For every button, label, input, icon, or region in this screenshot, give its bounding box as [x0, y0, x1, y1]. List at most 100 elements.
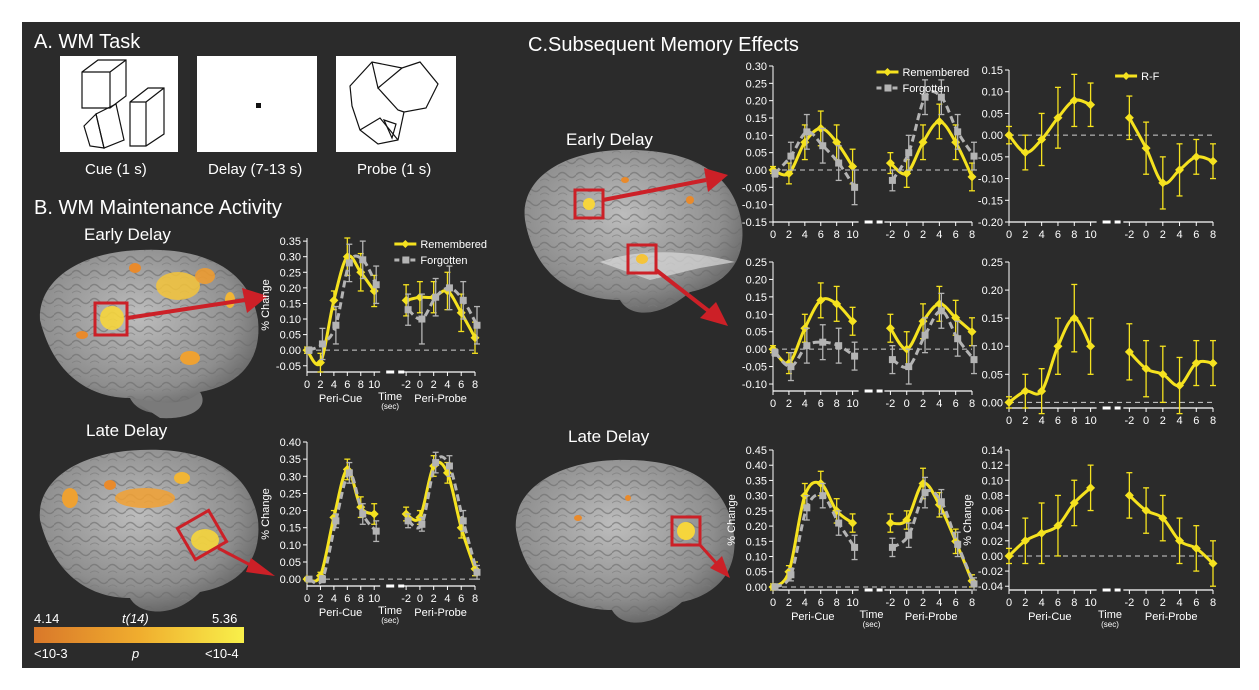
brain-b-early-label: Early Delay	[84, 225, 171, 244]
y-tick-label: 0.05	[746, 148, 767, 160]
y-tick-label: 0.15	[746, 536, 767, 548]
x-tick-label: 4	[802, 398, 808, 410]
x-tick-label: 4	[331, 379, 337, 391]
y-tick-label: 0.05	[746, 327, 767, 339]
y-tick-label: 0.10	[982, 475, 1003, 487]
y-tick-label: 0.10	[280, 314, 301, 326]
data-point	[1069, 313, 1079, 323]
x-tick-label: 2	[786, 229, 792, 241]
x-tick-label: 8	[969, 229, 975, 241]
y-tick-label: -0.10	[742, 379, 767, 391]
data-point	[888, 356, 896, 364]
data-point	[404, 306, 412, 314]
data-point	[1208, 559, 1218, 569]
x-tick-label: 0	[770, 597, 776, 609]
x-tick-label: 0	[304, 593, 310, 605]
y-tick-label: -0.05	[276, 361, 301, 373]
data-point	[1069, 498, 1079, 508]
data-point	[848, 162, 858, 172]
x-tick-label: 4	[936, 597, 942, 609]
x-tick-label: 6	[458, 593, 464, 605]
colorbar-gradient	[34, 627, 244, 643]
x-tick-label: -2	[1124, 597, 1134, 609]
brain-c-early: Early Delay	[524, 130, 743, 313]
chart-c5: 0.000.050.100.150.200.250.300.350.400.45…	[726, 445, 978, 629]
y-tick-label: -0.10	[978, 174, 1003, 186]
data-point	[1020, 386, 1030, 396]
y-tick-label: 0.20	[746, 521, 767, 533]
series-r-f	[1004, 283, 1218, 415]
x-tick-label: 8	[1210, 229, 1216, 241]
x-tick-label: 10	[846, 597, 858, 609]
data-point	[921, 331, 929, 339]
data-point	[329, 295, 339, 305]
segment-label-unit: (sec)	[863, 620, 881, 629]
x-tick-label: 4	[1176, 597, 1182, 609]
arrow-b-late-head	[246, 558, 275, 576]
segment-label-cue: Peri-Cue	[319, 607, 362, 619]
x-tick-label: 0	[1143, 597, 1149, 609]
data-point	[332, 517, 340, 525]
data-point	[359, 256, 367, 264]
x-tick-label: 10	[846, 229, 858, 241]
x-tick-label: 0	[1143, 229, 1149, 241]
y-tick-label: -0.05	[978, 152, 1003, 164]
data-point	[404, 517, 412, 525]
x-tick-label: 10	[846, 398, 858, 410]
data-point	[432, 293, 440, 301]
y-tick-label: 0.14	[982, 445, 1003, 457]
y-tick-label: 0.05	[746, 567, 767, 579]
y-tick-label: 0.00	[746, 582, 767, 594]
arrow-c-early-bottom-head	[700, 302, 728, 326]
x-tick-label: 8	[1071, 229, 1077, 241]
x-tick-label: 4	[936, 398, 942, 410]
x-tick-label: 2	[1160, 597, 1166, 609]
x-tick-label: 2	[1022, 415, 1028, 427]
x-tick-label: 4	[1039, 229, 1045, 241]
data-point	[934, 116, 944, 126]
y-tick-label: 0.04	[982, 521, 1003, 533]
series-forgotten	[771, 292, 978, 385]
x-tick-label: 8	[834, 398, 840, 410]
data-point	[432, 459, 440, 467]
data-point	[819, 492, 827, 500]
x-tick-label: 2	[920, 597, 926, 609]
data-point	[1037, 528, 1047, 538]
cue-stimulus	[60, 56, 178, 152]
series-line	[891, 488, 976, 585]
chart-c1: -0.15-0.10-0.050.000.050.100.150.200.250…	[742, 61, 978, 241]
x-tick-label: 10	[368, 593, 380, 605]
x-tick-label: 4	[936, 229, 942, 241]
data-point	[359, 510, 367, 518]
data-point	[835, 519, 843, 527]
x-tick-label: 2	[431, 379, 437, 391]
y-tick-label: 0.02	[982, 536, 1003, 548]
data-point	[1191, 152, 1201, 162]
series-r-f	[1004, 464, 1218, 587]
y-axis-label: % Change	[260, 488, 272, 539]
data-point	[1004, 130, 1014, 140]
charts-layer: -0.050.000.050.100.150.200.250.300.35% C…	[260, 61, 1218, 629]
x-tick-label: 0	[1006, 597, 1012, 609]
data-point	[1208, 156, 1218, 166]
data-point	[445, 462, 453, 470]
colorbar-t-min: 4.14	[34, 611, 59, 626]
data-point	[1053, 521, 1063, 531]
y-tick-label: 0.15	[982, 65, 1003, 77]
y-tick-label: 0.05	[982, 108, 1003, 120]
x-tick-label: 6	[1055, 597, 1061, 609]
x-tick-label: -2	[401, 379, 411, 391]
y-tick-label: 0.35	[746, 475, 767, 487]
x-tick-label: 10	[1084, 415, 1096, 427]
segment-label-unit: (sec)	[1101, 620, 1119, 629]
data-point	[885, 158, 895, 168]
series-forgotten	[771, 476, 978, 591]
arrow-b-early-head	[242, 288, 268, 313]
data-point	[771, 349, 779, 357]
data-point	[787, 571, 795, 579]
data-point	[905, 531, 913, 539]
y-tick-label: 0.25	[746, 257, 767, 269]
x-tick-label: 4	[802, 229, 808, 241]
legend-label: Forgotten	[420, 255, 467, 267]
